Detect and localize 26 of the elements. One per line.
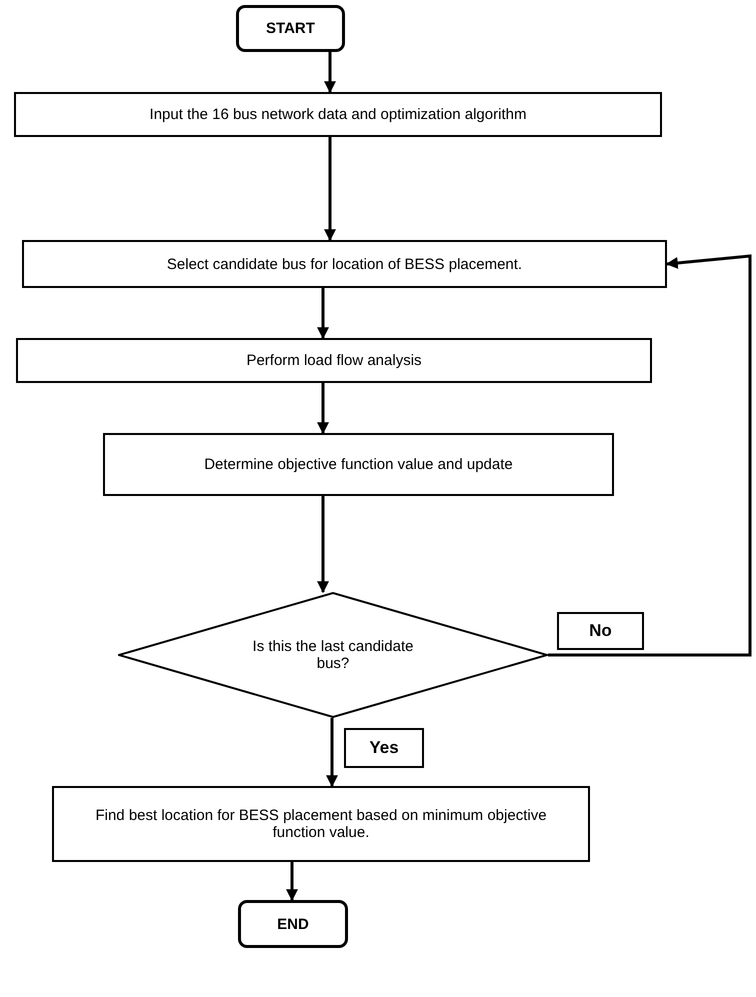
node-text: Find best location for BESS placement based on minimum objective function value.: [94, 807, 548, 841]
node-text: END: [276, 916, 310, 932]
node-text: Perform load flow analysis: [245, 352, 423, 369]
decision-diamond: [118, 592, 548, 718]
arrow: [324, 52, 336, 94]
terminal-box: [238, 900, 348, 948]
arrow: [324, 137, 336, 242]
process-box: [103, 433, 614, 496]
terminal-box: [236, 5, 345, 52]
node-text: Determine objective function value and update: [203, 456, 514, 473]
node-text: Is this the last candidate bus?: [252, 638, 414, 672]
edge-label: No: [557, 612, 644, 650]
process-box: [52, 786, 590, 862]
process-box: [16, 338, 652, 383]
arrow: [317, 288, 329, 340]
arrow: [286, 862, 298, 902]
arrow: [317, 383, 329, 434]
node-text: Select candidate bus for location of BESS placement.: [166, 256, 524, 272]
node-text: START: [265, 20, 316, 37]
process-box: [22, 240, 667, 288]
edge-label: Yes: [344, 728, 424, 768]
node-text: Input the 16 bus network data and optimization algorithm: [148, 106, 528, 123]
arrow: [548, 254, 752, 656]
arrow: [317, 496, 329, 594]
arrow: [326, 718, 338, 788]
process-box: [14, 92, 662, 137]
